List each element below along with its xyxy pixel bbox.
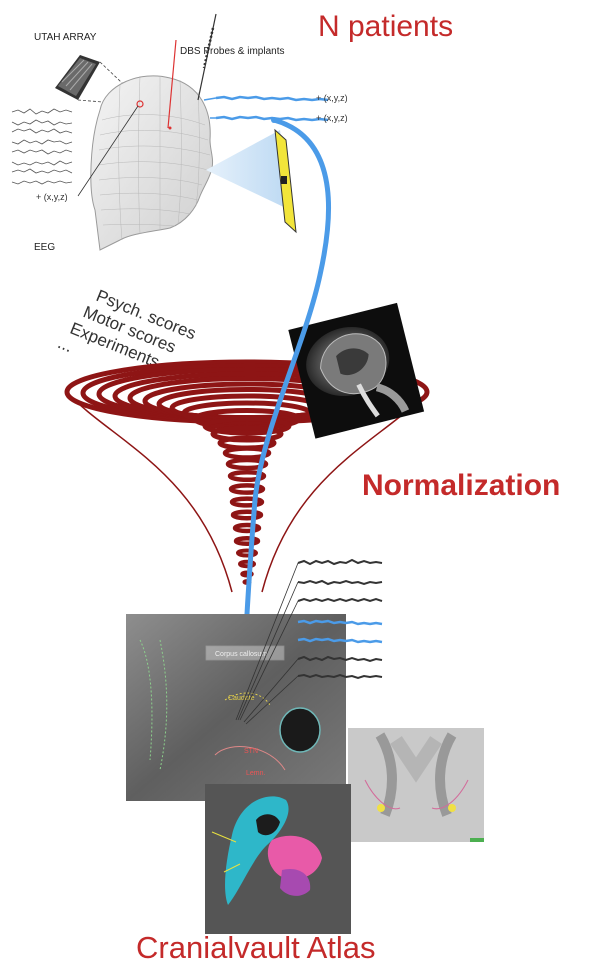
svg-text:Lemn.: Lemn. [246, 770, 266, 777]
patient-head [91, 76, 213, 250]
label-coord-2: + (x,y,z) [316, 113, 348, 123]
label-utah-array: UTAH ARRAY [34, 32, 97, 43]
label-coord-1: + (x,y,z) [316, 93, 348, 103]
title-bottom: Cranialvault Atlas [136, 930, 376, 963]
eeg-traces [12, 109, 72, 184]
label-eeg: EEG [34, 242, 55, 253]
score-ellipsis: ... [55, 333, 75, 356]
label-coord-left: + (x,y,z) [36, 192, 68, 202]
atlas-ct-panel: Corpus callosum Caudate STN Lemn. [126, 614, 346, 801]
svg-text:STN: STN [244, 748, 258, 755]
svg-text:Corpus callosum: Corpus callosum [215, 651, 267, 658]
flow-origin-dot [271, 117, 277, 123]
blue-signals-top [216, 97, 328, 120]
atlas-coronal-panel [348, 728, 484, 842]
signal-connector [204, 98, 216, 100]
atlas-3d-render-panel [205, 784, 351, 934]
label-dbs-probes: DBS Probes & implants [180, 46, 285, 57]
title-top: N patients [318, 10, 453, 43]
title-middle: Normalization [362, 469, 560, 502]
